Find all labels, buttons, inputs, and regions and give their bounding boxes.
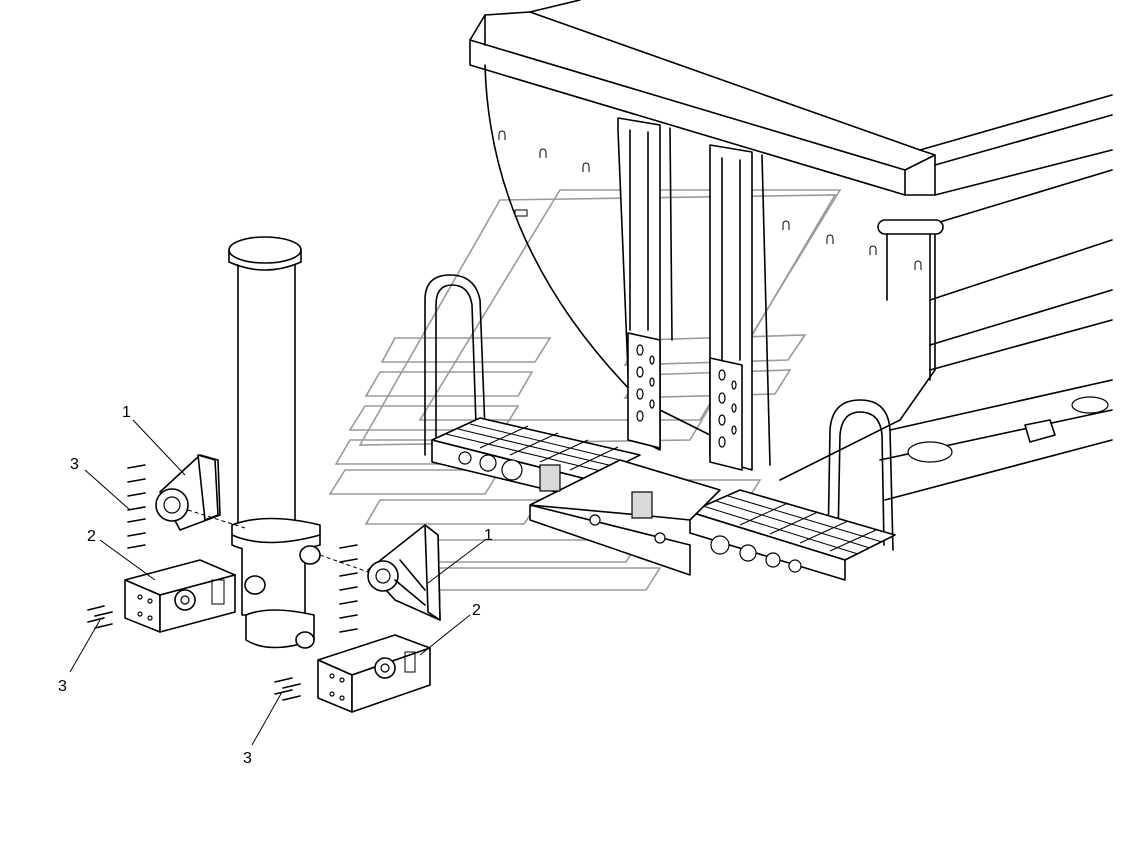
bracket-plate-left bbox=[155, 454, 221, 531]
mounting-block-left bbox=[124, 559, 236, 633]
bolt-set-block-right bbox=[274, 677, 301, 701]
callout-2-left: 2 bbox=[87, 528, 96, 545]
callout-1-right: 1 bbox=[484, 527, 493, 544]
truck-dump-body bbox=[469, 0, 1113, 501]
bolt-set-block-left bbox=[87, 605, 113, 629]
callout-3-bottom: 3 bbox=[243, 750, 252, 767]
assembly-axis-lines bbox=[187, 509, 369, 573]
callout-2-right: 2 bbox=[472, 602, 481, 619]
callout-3-bottom-left: 3 bbox=[58, 678, 67, 695]
callout-3-top-left: 3 bbox=[70, 456, 79, 473]
callout-labels: 1 1 2 2 3 3 3 bbox=[58, 404, 493, 767]
mounting-block-right bbox=[317, 634, 431, 713]
bracket-plate-right bbox=[367, 524, 441, 621]
bolt-set-bracket-left bbox=[127, 464, 146, 549]
bolt-set-bracket-right bbox=[339, 544, 358, 633]
leader-lines bbox=[69, 419, 486, 746]
right-step-grating bbox=[702, 495, 883, 555]
hydraulic-cylinder bbox=[228, 236, 321, 649]
left-step-grating bbox=[445, 423, 629, 473]
rear-bumper-steps bbox=[424, 274, 896, 581]
callout-1-left: 1 bbox=[122, 404, 131, 421]
